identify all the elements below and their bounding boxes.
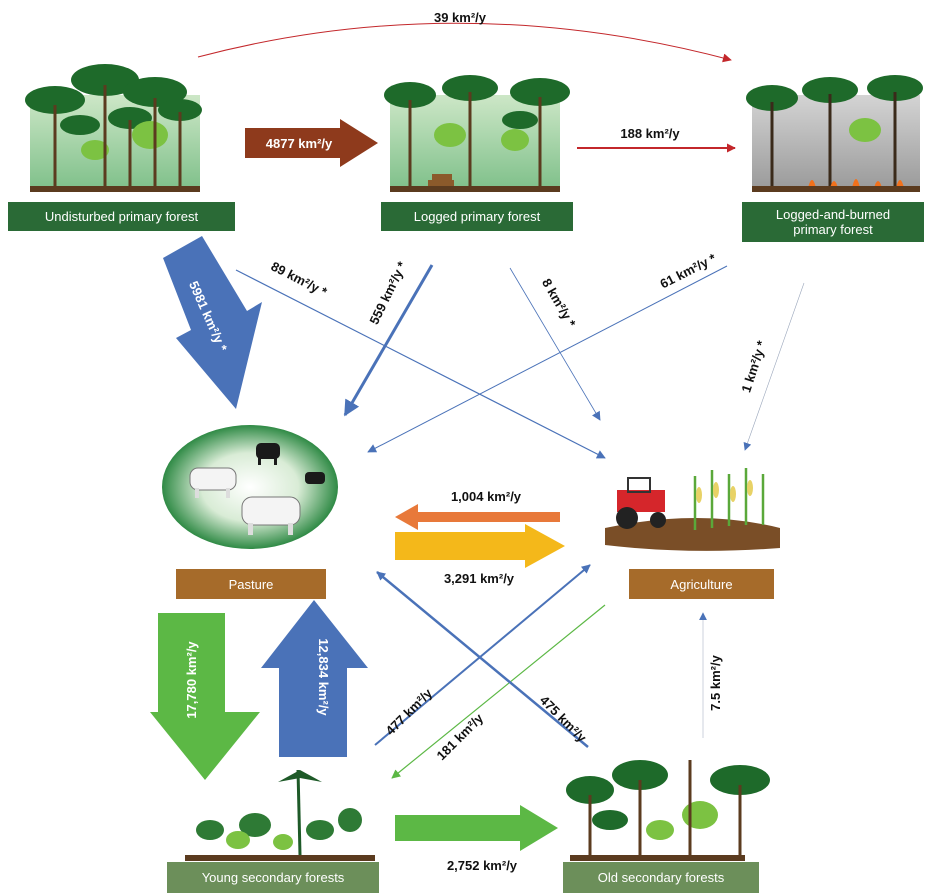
label-agriculture-pasture: 1,004 km²/y [451, 489, 522, 504]
flow-arrow-burned-agriculture [743, 282, 805, 451]
node-undisturbed-primary-forest: Undisturbed primary forest [8, 202, 235, 231]
label-logged-burned: 188 km²/y [620, 126, 680, 141]
undisturbed-forest-illustration [25, 64, 202, 192]
flow-arrow-logged-pasture [343, 264, 434, 417]
flow-arrow-young-agriculture [374, 564, 591, 746]
flow-arrow-logged-agriculture [509, 267, 601, 421]
node-old-secondary-forests: Old secondary forests [563, 862, 759, 893]
label-undisturbed-agriculture: 89 km²/y * [269, 259, 331, 300]
node-logged-and-burned-primary-forest: Logged-and-burned primary forest [742, 202, 924, 242]
cow-white-1 [189, 467, 237, 498]
flow-arrow-undisturbed-agriculture [235, 269, 606, 459]
label-agriculture-young: 181 km²/y [434, 710, 487, 763]
label-old-agriculture: 7.5 km²/y [708, 654, 723, 710]
old-forest-illustration [566, 760, 770, 861]
node-agriculture: Agriculture [629, 569, 774, 599]
node-young-secondary-forests: Young secondary forests [167, 862, 379, 893]
node-pasture: Pasture [176, 569, 326, 599]
flow-arrow-young-pasture [261, 600, 368, 757]
label-undisturbed-logged: 4877 km²/y [266, 136, 333, 151]
flow-arrow-young-old [395, 805, 558, 851]
cow-black-2 [305, 472, 325, 484]
flow-arrow-old-pasture [376, 571, 589, 748]
label-burned-pasture: 61 km²/y * [658, 250, 720, 291]
flow-arrow-agriculture-pasture [395, 504, 560, 530]
flow-arrow-burned-pasture [367, 265, 728, 453]
tractor [616, 477, 666, 529]
flow-arrow-pasture-young [150, 613, 260, 780]
node-logged-primary-forest: Logged primary forest [381, 202, 573, 231]
flow-arrow-agriculture-young [391, 604, 606, 779]
label-pasture-agriculture: 3,291 km²/y [444, 571, 515, 586]
label-burned-agriculture: 1 km²/y * [738, 338, 769, 394]
cow-white-2 [241, 496, 301, 535]
logged-forest-illustration [384, 75, 570, 192]
pasture-illustration [162, 425, 338, 549]
label-pasture-young: 17,780 km²/y [184, 641, 199, 719]
cow-black-1 [256, 443, 280, 465]
flow-arrow-undisturbed-logged [245, 119, 378, 167]
label-undisturbed-burned: 39 km²/y [434, 10, 487, 25]
label-logged-agriculture: 8 km²/y * [539, 276, 579, 331]
label-young-old: 2,752 km²/y [447, 858, 518, 873]
corn-crop [693, 468, 765, 530]
flow-arrow-undisturbed-pasture [163, 236, 262, 409]
label-young-agriculture: 477 km²/y [383, 685, 436, 738]
burned-forest-illustration [746, 75, 923, 192]
label-old-pasture: 475 km²/y [537, 693, 590, 746]
agriculture-illustration [605, 468, 780, 551]
young-forest-illustration [185, 769, 375, 861]
label-young-pasture: 12,834 km²/y [316, 638, 331, 716]
flow-arrow-pasture-agriculture [395, 524, 565, 568]
flow-arrow-undisturbed-burned [197, 22, 732, 63]
